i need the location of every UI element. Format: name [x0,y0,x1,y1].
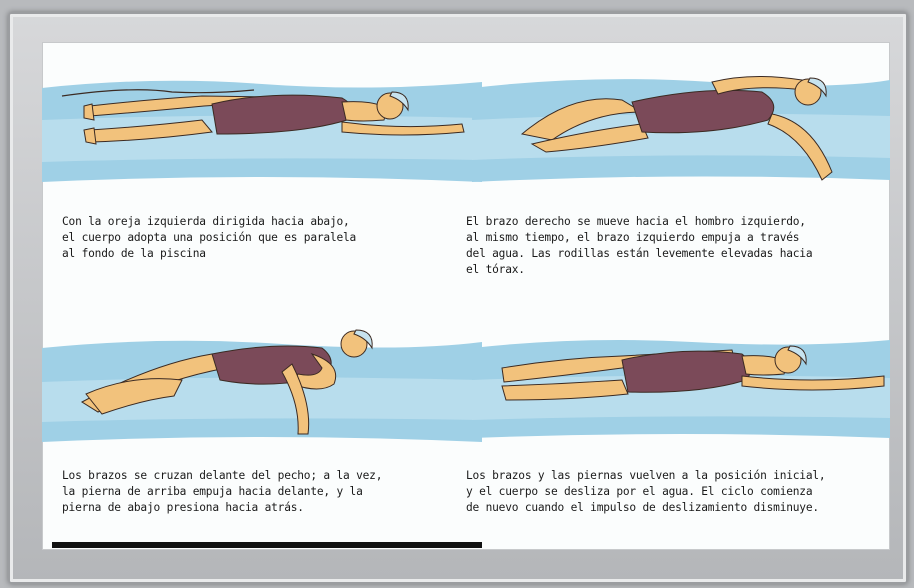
swimmer-illustration-3 [42,324,482,454]
step-4-caption: Los brazos y las piernas vuelven a la po… [466,468,825,516]
illustration-panel: Con la oreja izquierda dirigida hacia ab… [42,42,890,550]
scan-artifact-bar [52,542,482,548]
swimmer-illustration-1 [42,60,482,190]
step-3-caption: Los brazos se cruzan delante del pecho; … [62,468,382,516]
step-2-caption: El brazo derecho se mueve hacia el hombr… [466,214,812,278]
step-1-caption: Con la oreja izquierda dirigida hacia ab… [62,214,356,262]
swimmer-illustration-4 [472,310,890,450]
swimmer-illustration-2 [472,52,890,202]
